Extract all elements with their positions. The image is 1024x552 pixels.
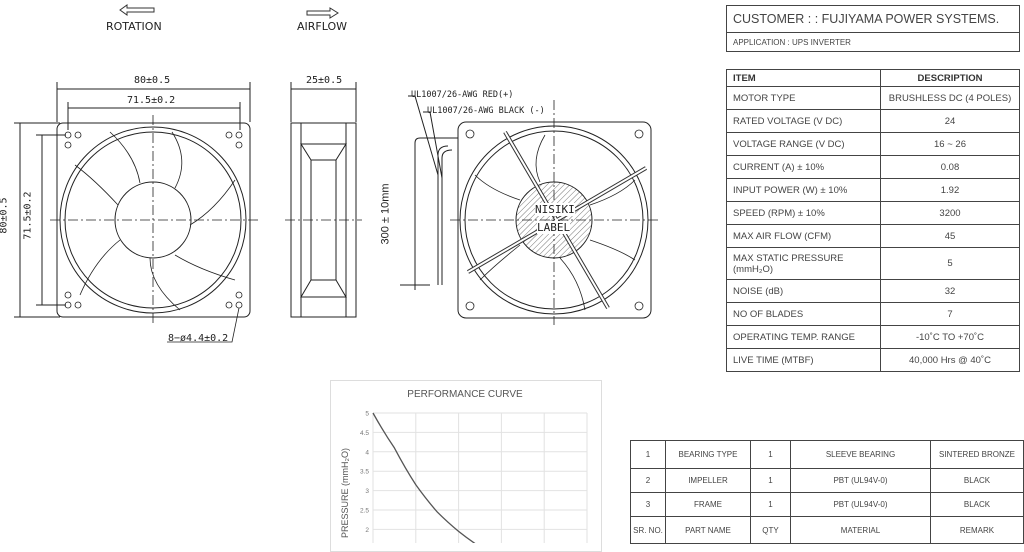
chart-y-tick: 3.5: [360, 469, 369, 476]
spec-value: 32: [880, 279, 1020, 303]
spec-item: NO OF BLADES: [726, 302, 881, 326]
airflow-label: AIRFLOW: [297, 20, 348, 33]
spec-row: NOISE (dB)32: [726, 279, 1020, 303]
spec-item: VOLTAGE RANGE (V DC): [726, 132, 881, 156]
spec-value: 16 ~ 26: [880, 132, 1020, 156]
spec-item: RATED VOLTAGE (V DC): [726, 109, 881, 133]
chart-y-tick: 2.5: [360, 508, 369, 515]
spec-item: MAX STATIC PRESSURE (mmH₂O): [726, 247, 881, 280]
chart-y-tick: 4.5: [360, 430, 369, 437]
side-view-drawing: [285, 82, 362, 318]
label-text-line1: NISIKI: [535, 203, 575, 216]
parts-cell: BEARING TYPE: [665, 440, 751, 469]
parts-cell: PBT (UL94V-0): [790, 468, 931, 493]
parts-cell: IMPELLER: [665, 468, 751, 493]
wire-red-label: UL1007/26-AWG RED(+): [411, 90, 514, 100]
parts-cell: PART NAME: [665, 516, 751, 544]
spec-value: 40,000 Hrs @ 40˚C: [880, 348, 1020, 372]
parts-cell: SLEEVE BEARING: [790, 440, 931, 469]
spec-row: RATED VOLTAGE (V DC)24: [726, 109, 1020, 133]
spec-item: SPEED (RPM) ± 10%: [726, 201, 881, 225]
spec-value: DESCRIPTION: [880, 69, 1020, 87]
parts-cell: FRAME: [665, 492, 751, 517]
parts-cell: 3: [630, 492, 666, 517]
spec-item: ITEM: [726, 69, 881, 87]
parts-cell: MATERIAL: [790, 516, 931, 544]
chart-y-tick: 2: [365, 527, 369, 534]
spec-row: LIVE TIME (MTBF)40,000 Hrs @ 40˚C: [726, 348, 1020, 372]
spec-value: 3200: [880, 201, 1020, 225]
parts-cell: BLACK: [930, 492, 1024, 517]
spec-row: CURRENT (A) ± 10%0.08: [726, 155, 1020, 179]
spec-value: 45: [880, 224, 1020, 248]
spec-item: LIVE TIME (MTBF): [726, 348, 881, 372]
customer-name: CUSTOMER : : FUJIYAMA POWER SYSTEMS.: [726, 5, 1020, 33]
spec-item: MAX AIR FLOW (CFM): [726, 224, 881, 248]
parts-cell: 1: [750, 440, 791, 469]
spec-item: CURRENT (A) ± 10%: [726, 155, 881, 179]
rotation-arrow-icon: [119, 4, 155, 16]
wire-black-label: UL1007/26-AWG BLACK (-): [427, 106, 545, 116]
parts-cell: QTY: [750, 516, 791, 544]
chart-y-tick: 4: [365, 449, 369, 456]
spec-row: MAX AIR FLOW (CFM)45: [726, 224, 1020, 248]
lead-length-dimension: 300 ± 10mm: [379, 183, 392, 245]
mounting-holes-dimension: 8−ø4.4±0.2: [168, 333, 229, 344]
front-height-dimension: 80±0.5: [0, 197, 10, 234]
spec-item: OPERATING TEMP. RANGE: [726, 325, 881, 349]
spec-value: -10˚C TO +70˚C: [880, 325, 1020, 349]
spec-row: MAX STATIC PRESSURE (mmH₂O)5: [726, 247, 1020, 280]
airflow-arrow-icon: [306, 7, 339, 19]
chart-series-line: [372, 412, 476, 543]
chart-y-tick: 5: [365, 411, 369, 418]
front-hole-spacing-dimension: 71.5±0.2: [127, 95, 176, 106]
chart-title: PERFORMANCE CURVE: [407, 389, 523, 400]
chart-plot: 5 4.5 4 3.5 3 2.5 2: [360, 411, 588, 543]
front-hole-spacing-vertical-dimension: 71.5±0.2: [22, 191, 34, 240]
spec-value: 1.92: [880, 178, 1020, 202]
spec-item: INPUT POWER (W) ± 10%: [726, 178, 881, 202]
spec-value: 5: [880, 247, 1020, 280]
rear-view-drawing: [400, 95, 658, 325]
parts-cell: SINTERED BRONZE: [930, 440, 1024, 469]
label-text-line2: LABEL: [537, 221, 571, 234]
spec-item: NOISE (dB): [726, 279, 881, 303]
application: APPLICATION : UPS INVERTER: [726, 32, 1020, 52]
parts-cell: 1: [750, 492, 791, 517]
spec-row: OPERATING TEMP. RANGE-10˚C TO +70˚C: [726, 325, 1020, 349]
front-view-drawing: [14, 82, 258, 343]
parts-cell: 2: [630, 468, 666, 493]
spec-value: 7: [880, 302, 1020, 326]
parts-cell: PBT (UL94V-0): [790, 492, 931, 517]
rotation-label: ROTATION: [106, 20, 162, 33]
spec-row: SPEED (RPM) ± 10%3200: [726, 201, 1020, 225]
parts-cell: BLACK: [930, 468, 1024, 493]
spec-value: 0.08: [880, 155, 1020, 179]
spec-item: MOTOR TYPE: [726, 86, 881, 110]
side-depth-dimension: 25±0.5: [306, 75, 343, 86]
customer-box: CUSTOMER : : FUJIYAMA POWER SYSTEMS. APP…: [726, 5, 1020, 52]
parts-cell: REMARK: [930, 516, 1024, 544]
parts-cell: 1: [750, 468, 791, 493]
spec-row: VOLTAGE RANGE (V DC)16 ~ 26: [726, 132, 1020, 156]
chart-y-tick: 3: [365, 488, 369, 495]
parts-cell: SR. NO.: [630, 516, 666, 544]
front-width-dimension: 80±0.5: [134, 75, 171, 86]
parts-cell: 1: [630, 440, 666, 469]
spec-value: BRUSHLESS DC (4 POLES): [880, 86, 1020, 110]
spec-row: INPUT POWER (W) ± 10%1.92: [726, 178, 1020, 202]
spec-value: 24: [880, 109, 1020, 133]
